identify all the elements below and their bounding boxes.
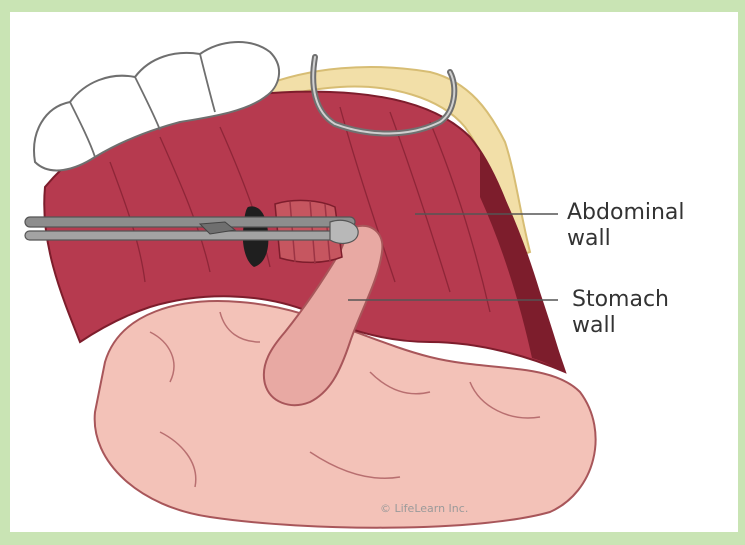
instrument-shaft-upper <box>25 217 355 227</box>
abdominal-wall-label-line2: wall <box>567 226 685 252</box>
instrument-shaft-lower <box>25 231 350 240</box>
copyright-credit: © LifeLearn Inc. <box>380 502 468 515</box>
stomach-wall-label-line1: Stomach <box>572 287 669 313</box>
stomach-wall-label: Stomach wall <box>572 287 669 339</box>
stomach-wall-label-line2: wall <box>572 313 669 339</box>
abdominal-wall-label: Abdominal wall <box>567 200 685 252</box>
surgery-illustration <box>10 12 738 532</box>
instrument-tip <box>330 220 358 243</box>
illustration-panel: Abdominal wall Stomach wall © LifeLearn … <box>10 12 738 532</box>
abdominal-wall-label-line1: Abdominal <box>567 200 685 226</box>
